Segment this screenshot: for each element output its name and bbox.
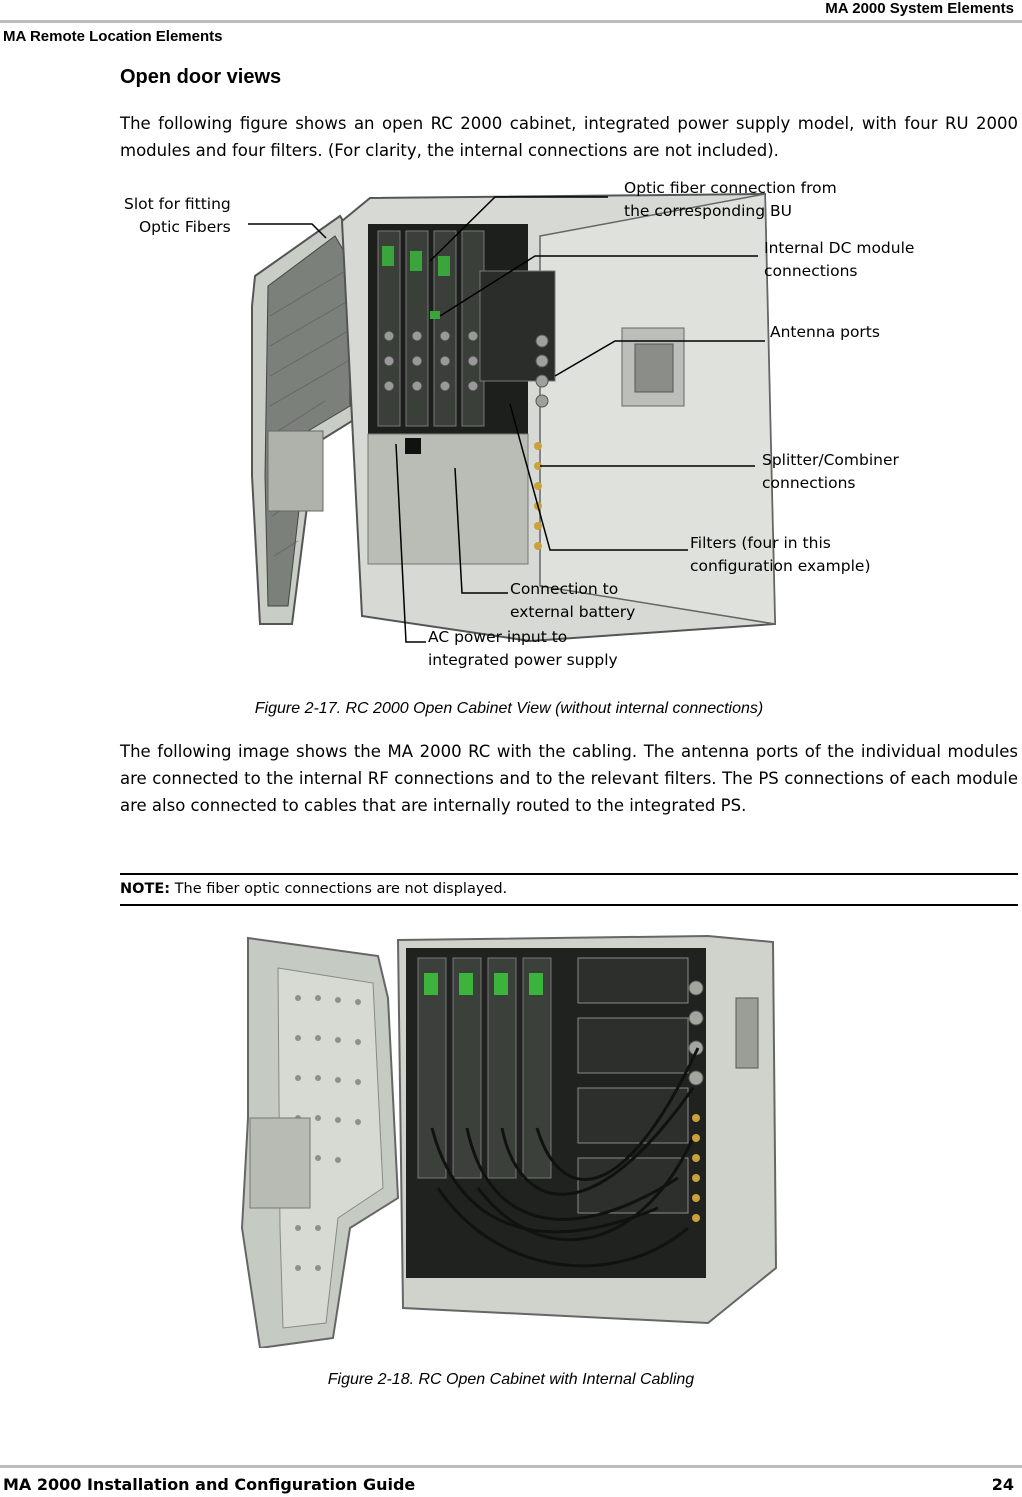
figure1-caption: Figure 2-17. RC 2000 Open Cabinet View (… — [254, 700, 764, 717]
callout-battery: Connection to external battery — [510, 580, 636, 621]
footer-page-number: 24 — [991, 1475, 1014, 1494]
callout-ac-power: AC power input to integrated power suppl… — [428, 628, 618, 669]
section-heading: Open door views — [120, 66, 282, 88]
footer-rule — [0, 1465, 1022, 1468]
green-connectors — [424, 973, 543, 995]
antenna-ports — [535, 334, 549, 408]
callout-antenna-ports: Antenna ports — [770, 323, 880, 341]
green-connectors — [382, 246, 450, 319]
figure-cabled-cabinet — [238, 928, 778, 1350]
door-mesh — [277, 967, 384, 1329]
header-rule — [0, 20, 1022, 23]
splitter-connectors — [692, 1114, 700, 1222]
internal-cables — [430, 1047, 700, 1268]
note-text: The fiber optic connections are not disp… — [174, 881, 508, 897]
handle — [634, 343, 674, 393]
door-panel — [267, 430, 324, 512]
splitter-connectors — [534, 442, 542, 550]
ps-connector — [405, 438, 421, 454]
footer-guide-title: MA 2000 Installation and Configuration G… — [3, 1475, 416, 1494]
handle-plate — [735, 997, 759, 1069]
door-panel — [249, 1117, 311, 1209]
cabinet-illustration — [248, 192, 777, 643]
intro-paragraph: The following figure shows an open RC 20… — [120, 114, 1018, 160]
callout-slot-fibers: Slot for fitting Optic Fibers — [124, 195, 231, 236]
cabled-cabinet-illustration — [240, 934, 778, 1350]
power-supply-area — [367, 433, 529, 565]
callout-filters: Filters (four in this configuration exam… — [690, 534, 871, 575]
callout-optic-fiber: Optic fiber connection from the correspo… — [624, 179, 837, 220]
callout-splitter: Splitter/Combiner connections — [762, 451, 899, 492]
body-paragraph: The following image shows the MA 2000 RC… — [120, 742, 1018, 815]
callout-leaders — [248, 196, 765, 643]
callout-internal-dc: Internal DC module connections — [764, 239, 915, 280]
note-box: NOTE: The fiber optic connections are no… — [120, 873, 1018, 906]
figure2-caption: Figure 2-18. RC Open Cabinet with Intern… — [327, 1371, 695, 1388]
running-header-chapter: MA Remote Location Elements — [3, 28, 223, 45]
antenna-ports — [688, 980, 704, 1086]
figure-open-cabinet: Slot for fitting Optic Fibers Optic fibe… — [110, 176, 930, 674]
running-header-section: MA 2000 System Elements — [825, 0, 1014, 17]
module-ports — [383, 330, 479, 392]
note-label: NOTE: — [120, 881, 171, 897]
ru-modules — [377, 230, 485, 427]
